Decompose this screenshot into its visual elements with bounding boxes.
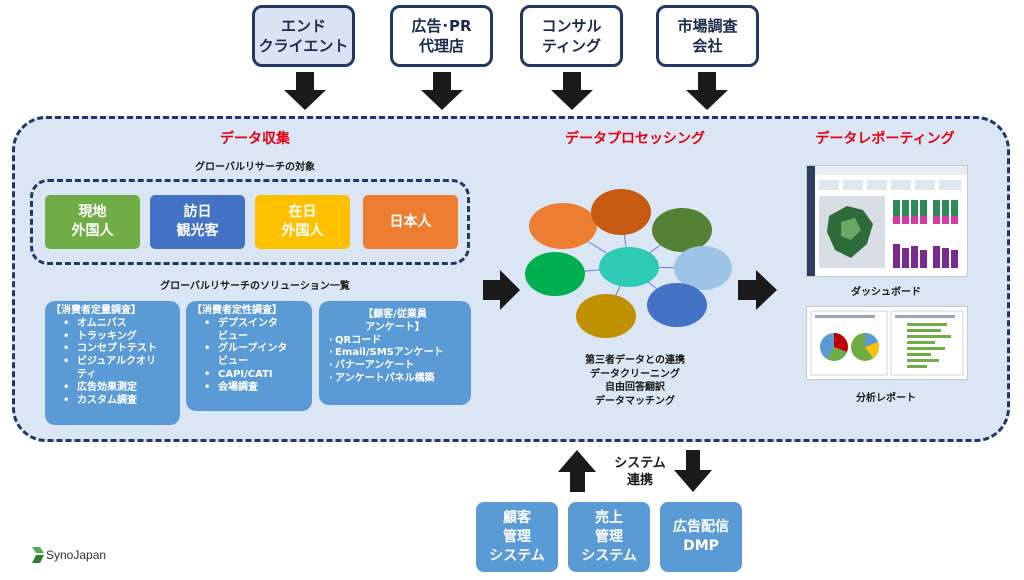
- system-integration-label: システム 連携: [614, 456, 666, 488]
- reporting-title: データレポーティング: [815, 131, 955, 147]
- solution-item: CAPI/CATI: [192, 369, 306, 382]
- solution-item: 会場調査: [192, 382, 306, 395]
- solution-customer-survey: 【顧客/従業員 アンケート】 QRコード Email/SMSアンケート バナーア…: [319, 301, 471, 405]
- bubble-orange: [529, 203, 597, 249]
- solution-qualitative: 【消費者定性調査】 デプスインタ ビュー グループインタ ビュー CAPI/CA…: [186, 301, 312, 411]
- targets-frame: [30, 179, 470, 265]
- bubble-gold: [576, 294, 636, 338]
- processing-list: 第三者データとの連携 データクリーニング 自由回答翻訳 データマッチング: [555, 354, 715, 408]
- right-arrow-icon: [483, 270, 520, 310]
- solution-item: アンケートパネル構築: [325, 373, 465, 386]
- solution-quantitative-title: 【消費者定量調査】: [51, 305, 141, 316]
- bubble-teal: [599, 247, 659, 287]
- dashboard-image: [807, 166, 967, 276]
- client-end-client: エンド クライエント: [252, 5, 355, 67]
- down-arrow-icon: [686, 72, 728, 110]
- report-image: [810, 310, 964, 376]
- solution-item: QRコード: [325, 335, 465, 348]
- system-crm: 顧客 管理 システム: [476, 502, 558, 572]
- report-thumbnail: [806, 306, 968, 380]
- dashboard-thumbnail: [806, 165, 968, 277]
- processing-item: 第三者データとの連携: [585, 355, 685, 366]
- solution-customer-title: 【顧客/従業員 アンケート】: [363, 309, 427, 333]
- client-consulting: コンサル ティング: [520, 5, 623, 67]
- solution-item: デプスインタ ビュー: [192, 318, 306, 344]
- processing-title: データプロセッシング: [565, 131, 705, 147]
- bubble-green: [525, 252, 585, 296]
- solution-item: バナーアンケート: [325, 360, 465, 373]
- solution-item: ビジュアルクオリ ティ: [51, 356, 174, 382]
- solutions-title: グローバルリサーチのソリューション一覧: [160, 281, 350, 292]
- target-resident-foreigner: 在日 外国人: [255, 195, 350, 249]
- processing-item: データクリーニング: [590, 368, 680, 380]
- down-arrow-icon: [421, 72, 463, 110]
- down-arrow-icon: [551, 72, 593, 110]
- right-arrow-icon: [738, 270, 777, 310]
- solution-item: Email/SMSアンケート: [325, 347, 465, 360]
- bubble-dark-green: [652, 208, 712, 252]
- solution-item: 広告効果測定: [51, 382, 174, 395]
- down-arrow-icon: [674, 450, 712, 492]
- down-arrow-icon: [284, 72, 326, 110]
- system-sales: 売上 管理 システム: [568, 502, 650, 572]
- system-ad-dmp: 広告配信 DMP: [660, 502, 742, 572]
- collection-title: データ収集: [220, 131, 290, 147]
- solution-quantitative: 【消費者定量調査】 オムニバス トラッキング コンセプトテスト ビジュアルクオリ…: [45, 301, 180, 425]
- bubble-light-blue: [674, 246, 732, 290]
- solution-item: オムニバス: [51, 318, 174, 331]
- logo-text: SynoJapan: [46, 548, 107, 562]
- processing-item: データマッチング: [595, 395, 675, 407]
- bubble-blue: [647, 283, 707, 327]
- bubble-dark-orange: [591, 189, 651, 235]
- report-label: 分析レポート: [856, 393, 916, 404]
- solution-item: グループインタ ビュー: [192, 343, 306, 369]
- up-arrow-icon: [558, 450, 596, 492]
- solution-item: カスタム調査: [51, 395, 174, 408]
- solution-qualitative-title: 【消費者定性調査】: [192, 305, 282, 316]
- targets-title: グローバルリサーチの対象: [195, 162, 315, 173]
- target-japanese: 日本人: [363, 195, 458, 249]
- target-inbound-tourist: 訪日 観光客: [150, 195, 245, 249]
- solution-item: コンセプトテスト: [51, 343, 174, 356]
- target-local-foreigner: 現地 外国人: [45, 195, 140, 249]
- client-market-research: 市場調査 会社: [656, 5, 759, 67]
- processing-bubbles: [525, 189, 732, 338]
- processing-item: 自由回答翻訳: [605, 382, 665, 393]
- dashboard-label: ダッシュボード: [851, 287, 921, 298]
- client-ad-pr-agency: 広告･PR 代理店: [390, 5, 493, 67]
- solution-item: トラッキング: [51, 331, 174, 344]
- leaf-logo-icon: [32, 547, 44, 563]
